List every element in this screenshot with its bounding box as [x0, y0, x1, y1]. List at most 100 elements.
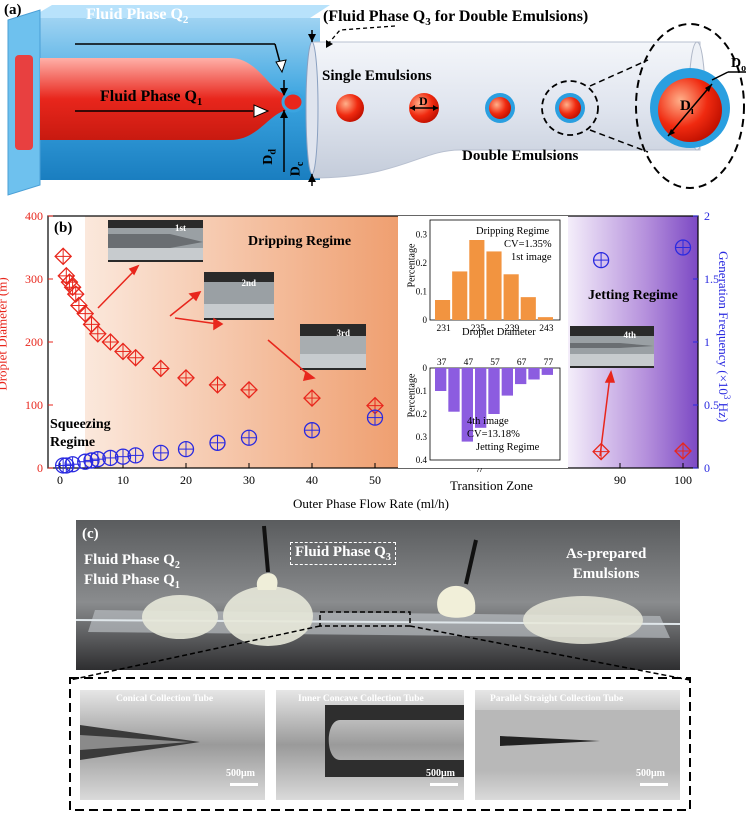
- panel-c-label: (c): [82, 526, 99, 542]
- needle-1: [262, 525, 270, 573]
- inset-top-img: 1st image: [511, 252, 552, 263]
- left-tick-label: 0: [37, 461, 43, 475]
- droplet-diameter-point: [151, 359, 170, 378]
- hist-top-bar: [452, 271, 468, 320]
- do-label: Do: [731, 56, 747, 74]
- hist-bottom-xtick: 57: [490, 358, 500, 368]
- left-tick-label: 100: [25, 398, 43, 412]
- droplet-diameter-point: [76, 304, 95, 323]
- hist-top-ytick: 0.1: [416, 286, 427, 296]
- inset-top-title: Dripping Regime: [476, 226, 550, 237]
- fluid-q1-label: Fluid Phase Q1: [100, 88, 203, 109]
- hist-bottom-xtick: 47: [464, 358, 474, 368]
- photo-tag: 3rd: [337, 328, 351, 338]
- inset-top-xlabel: Droplet Diameter: [462, 327, 536, 338]
- micrograph-concave: [276, 690, 464, 800]
- d-label: D: [419, 94, 428, 108]
- panel-a: (a) Fluid Phase Q2 Fluid Phase Q1 (Fluid…: [0, 0, 753, 198]
- scalebar-1: [230, 783, 258, 786]
- zoom-line-bottom: [589, 129, 649, 153]
- right-tick-label: 2: [704, 209, 710, 223]
- generation-frequency-point: [209, 434, 226, 451]
- zoom-line-left: [69, 625, 321, 681]
- droplet-diameter-point: [63, 278, 82, 297]
- micrograph-frame: [69, 677, 691, 811]
- transition-zone-label: Transition Zone: [450, 478, 533, 493]
- glue-3: [437, 585, 476, 618]
- x-tick-label: 10: [117, 473, 129, 487]
- left-tick-label: 400: [25, 209, 43, 223]
- right-tick-label: 0: [704, 461, 710, 475]
- scale-label-2: 500μm: [426, 768, 455, 779]
- hist-bottom-bar: [528, 368, 540, 380]
- left-tick-label: 200: [25, 335, 43, 349]
- micrograph-conical: [80, 690, 265, 800]
- glue-2: [223, 586, 313, 646]
- droplet-diameter-point: [240, 380, 258, 399]
- x-tick-label: 20: [180, 473, 192, 487]
- scalebar-3: [640, 783, 668, 786]
- droplet-diameter-point: [208, 375, 227, 394]
- panel-a-schematic: [7, 5, 746, 196]
- x-tick-label: 100: [674, 473, 692, 487]
- hist-top-xtick: 231: [436, 324, 451, 334]
- droplet-diameter-point: [126, 348, 145, 367]
- right-tick-label: 1.5: [704, 272, 719, 286]
- hist-bottom-xtick: 67: [517, 358, 527, 368]
- generation-frequency-point: [240, 429, 258, 446]
- hist-top-bar: [503, 274, 519, 320]
- hist-bottom-bar: [515, 368, 527, 385]
- glue-top-1: [256, 573, 278, 590]
- inset-bottom-title: Jetting Regime: [476, 442, 540, 453]
- hist-top-bar: [520, 297, 536, 320]
- generation-frequency-point: [303, 422, 321, 439]
- generation-frequency-point: [152, 444, 169, 462]
- left-tick-label: 300: [25, 272, 43, 286]
- tube-label-conical: Conical Collection Tube: [116, 694, 214, 704]
- right-tick-label: 1: [704, 335, 710, 349]
- collection-tube-mouth: [305, 41, 319, 175]
- zoom-line-top: [589, 59, 649, 87]
- generation-frequency-point: [592, 251, 610, 269]
- scalebar-2: [430, 783, 458, 786]
- inset-bottom-cv: CV=13.18%: [467, 429, 520, 440]
- hist-bottom-bar: [541, 368, 553, 375]
- x-tick-label: 90: [614, 473, 626, 487]
- droplet-diameter-point: [674, 442, 692, 460]
- inset-top-cv: CV=1.35%: [504, 239, 552, 250]
- droplet-diameter-point: [88, 324, 107, 343]
- photo-tag: 4th: [623, 330, 636, 340]
- generation-frequency-point: [127, 447, 144, 464]
- photo-tag: 1st: [175, 223, 186, 233]
- x-tick-label: 0: [57, 473, 63, 487]
- hist-top-xtick: 239: [505, 324, 520, 334]
- x-axis-label: Outer Phase Flow Rate (ml/h): [293, 496, 449, 511]
- inset-bottom-ylabel: Percentage: [406, 373, 418, 418]
- right-y-axis-label: Generation Frequency (×103 Hz): [715, 251, 733, 423]
- hist-top-bar: [537, 317, 553, 320]
- hist-bottom-ytick: 0: [423, 363, 428, 373]
- hist-bottom-bar: [461, 368, 473, 442]
- hist-bottom-bar: [448, 368, 460, 412]
- hist-bottom-ytick: 0.4: [416, 455, 428, 465]
- panel-b-label: (b): [54, 220, 73, 236]
- left-y-axis-label: Droplet Diameter (m): [0, 277, 10, 391]
- di-arrow: [667, 83, 713, 137]
- scale-label-3: 500μm: [636, 768, 665, 779]
- droplet-diameter-point: [101, 333, 120, 351]
- hist-bottom-ytick: 0.1: [416, 386, 427, 396]
- photo-tag: 2nd: [241, 278, 256, 288]
- scale-label-1: 500μm: [226, 768, 255, 779]
- photo-q1-label: Fluid Phase Q1: [84, 572, 180, 591]
- glue-1: [142, 595, 218, 639]
- hist-bottom-bar: [475, 368, 487, 428]
- hist-top-bar: [469, 240, 485, 320]
- photo-4th: [570, 326, 654, 368]
- hist-top-bar: [486, 251, 502, 320]
